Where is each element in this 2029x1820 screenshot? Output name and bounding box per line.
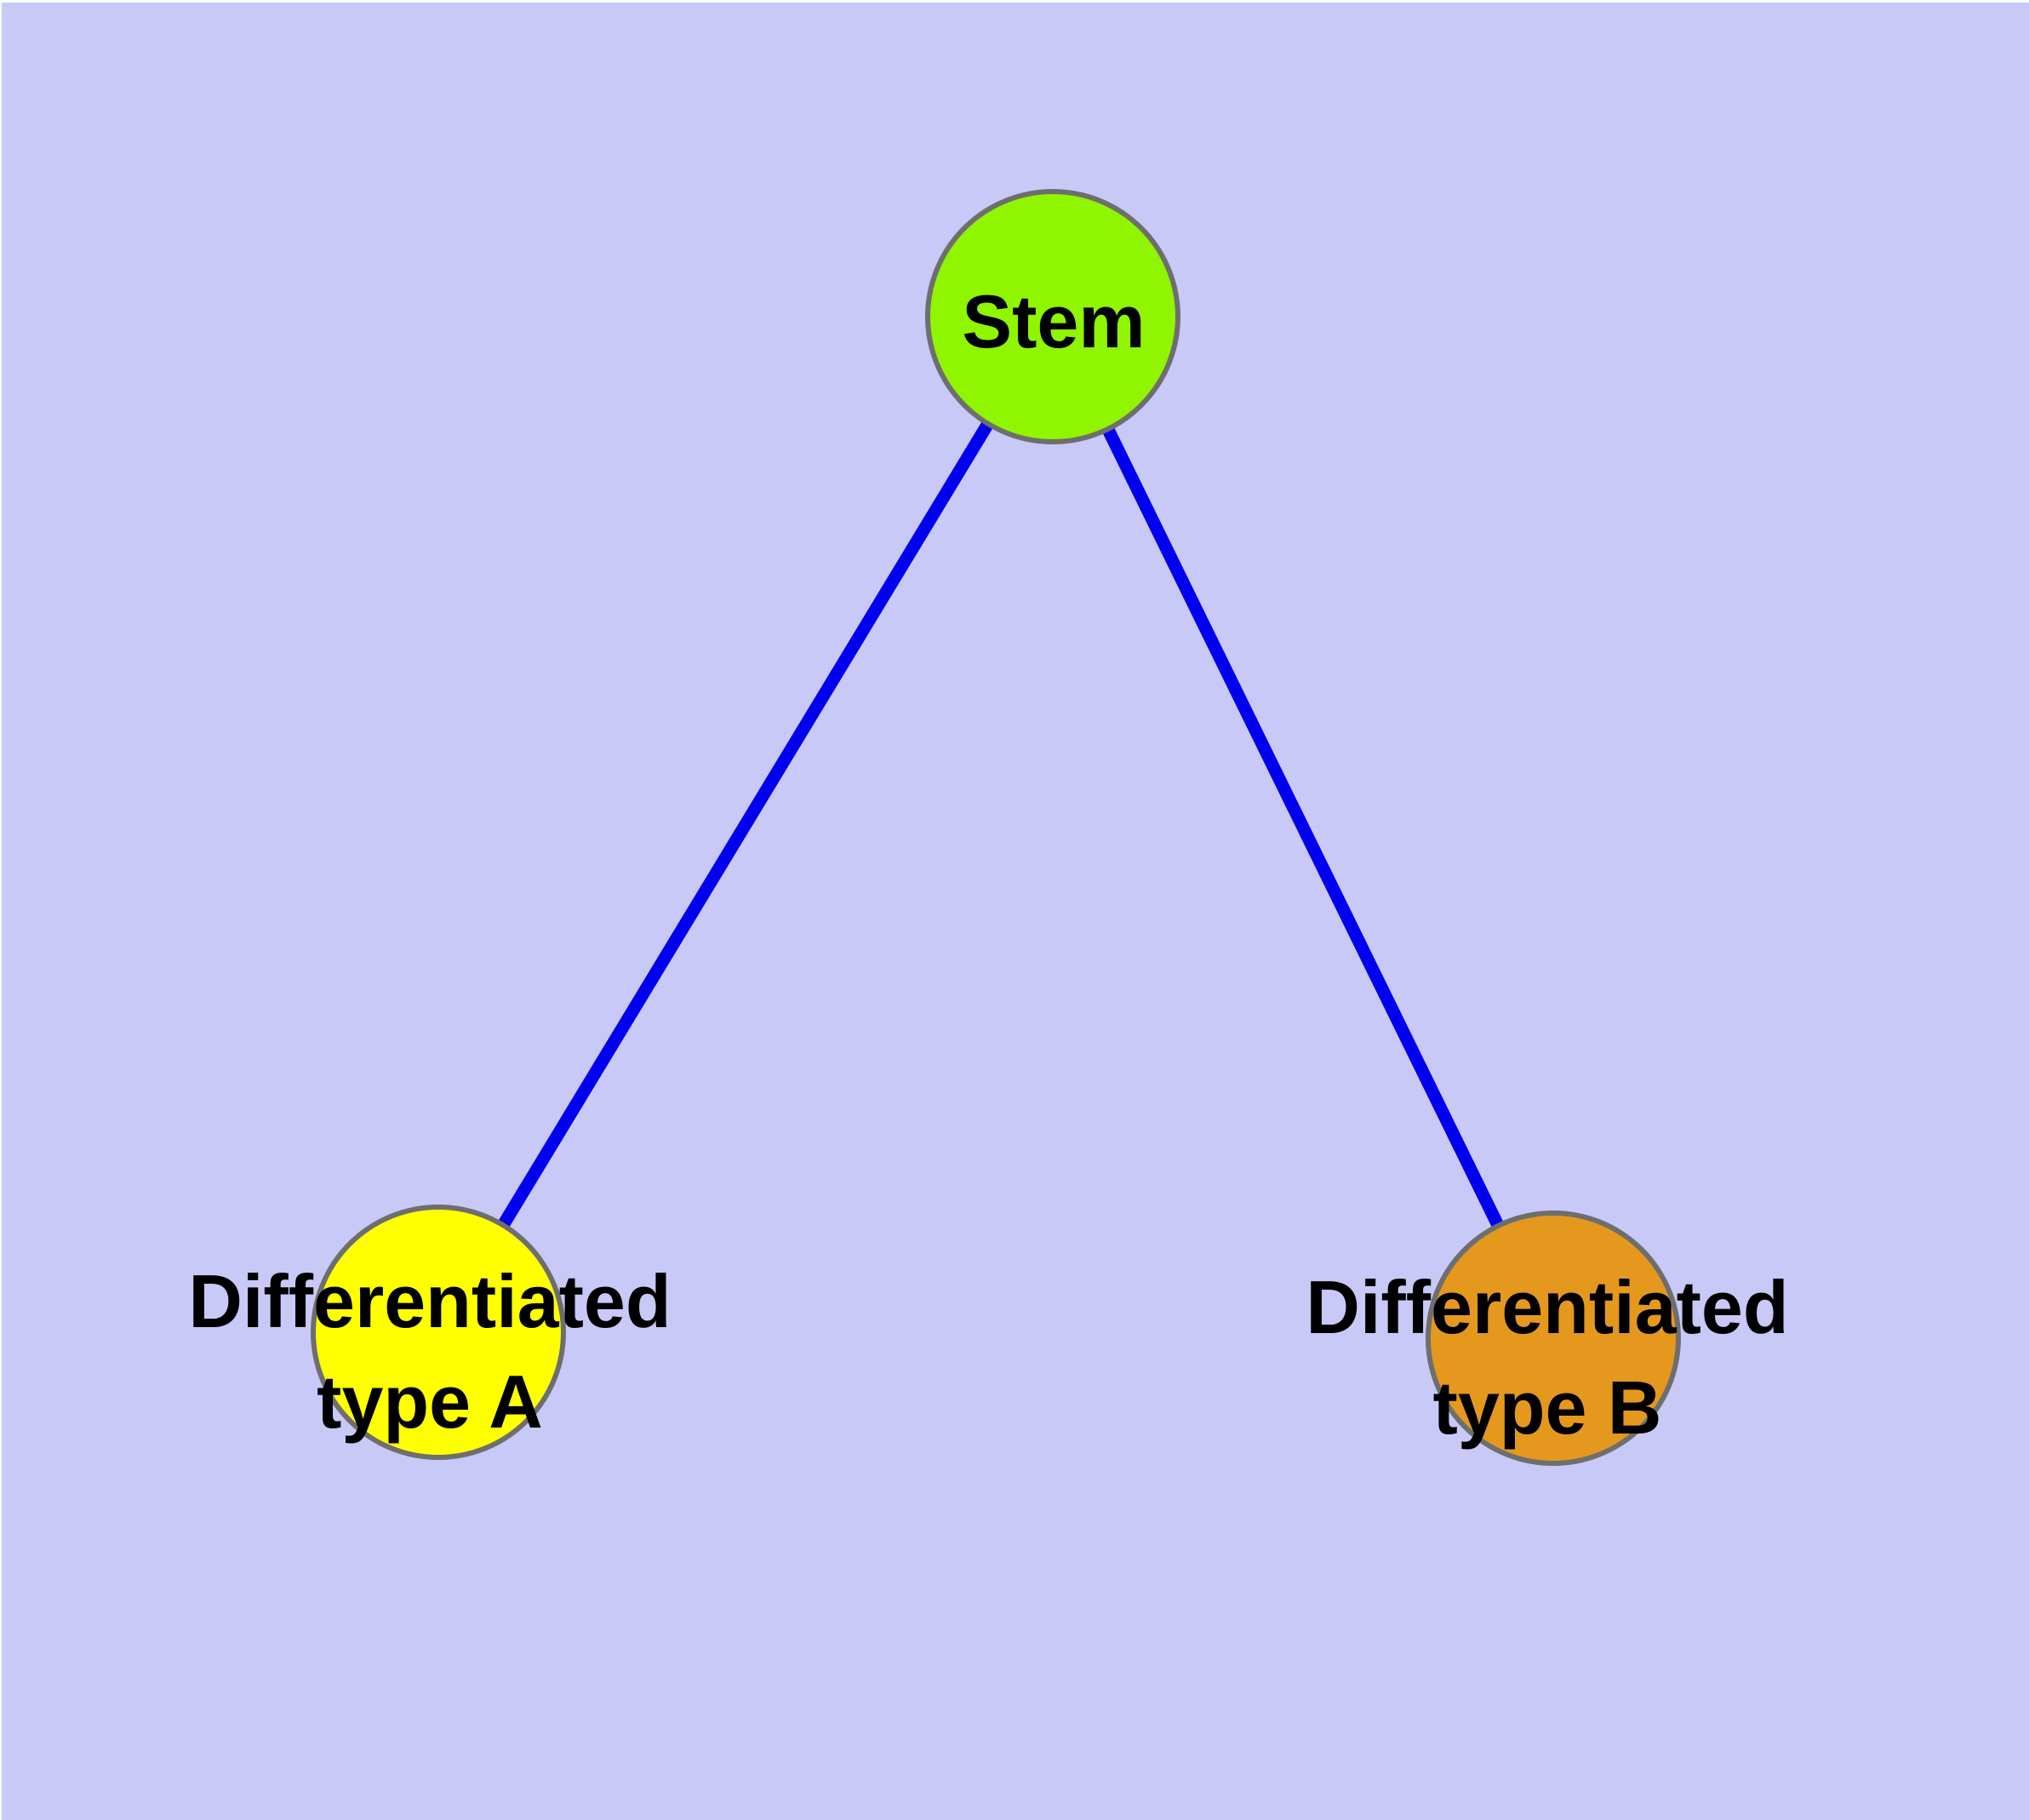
node-type-a-circle: [311, 1205, 566, 1460]
edge-stem-to-type-b: [1047, 313, 1559, 1342]
node-stem-circle: [925, 189, 1180, 444]
edge-stem-to-type-a: [432, 313, 1059, 1336]
node-type-b-circle: [1426, 1210, 1681, 1466]
